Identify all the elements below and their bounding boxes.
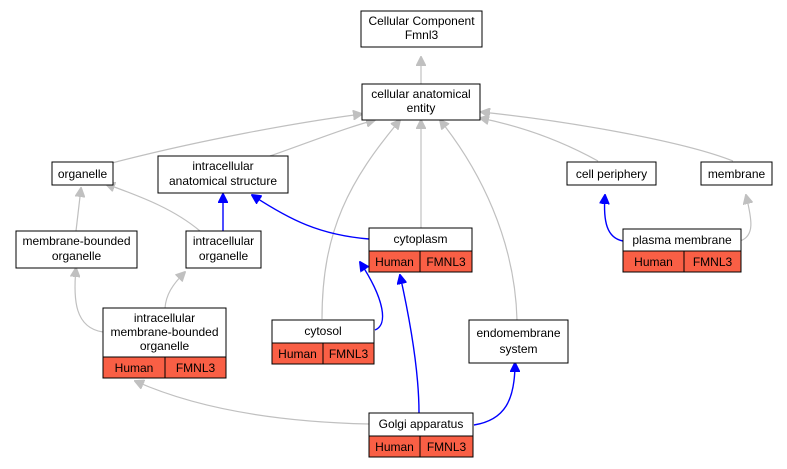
node-label: Cellular Component <box>368 14 475 28</box>
edges <box>75 57 751 426</box>
gene-label: FMNL3 <box>329 347 369 361</box>
edge-mbo-to-organelle <box>76 188 81 232</box>
gene-cell <box>322 342 375 365</box>
node-label: cell periphery <box>576 167 647 181</box>
gene-label: FMNL3 <box>426 255 466 269</box>
species-label: Human <box>634 255 673 269</box>
edge-imbo-to-io <box>164 272 185 309</box>
node-cytosol[interactable]: cytosol Human FMNL3 <box>271 319 375 365</box>
gene-cell <box>683 250 742 273</box>
edge-golgi-to-imbo <box>135 381 370 425</box>
edge-golgi-to-cytoplasm[interactable] <box>400 275 420 414</box>
edge-membrane-to-cae <box>481 112 734 162</box>
node-label: endomembrane <box>476 326 560 340</box>
node-intracellular-organelle[interactable]: intracellular organelle <box>185 230 262 269</box>
node-cellular-component-root[interactable]: Cellular Component Fmnl3 <box>360 10 483 48</box>
node-label: system <box>499 342 537 356</box>
gene-cell <box>419 435 474 458</box>
node-label: cellular anatomical <box>371 87 470 101</box>
node-label: organelle <box>140 339 190 353</box>
node-cytoplasm[interactable]: cytoplasm Human FMNL3 <box>368 227 473 273</box>
edge-ias-to-cae <box>269 120 375 157</box>
edge-io-to-organelle <box>106 184 201 232</box>
node-label: intracellular <box>193 234 254 248</box>
node-label: membrane <box>708 167 766 181</box>
edge-cytosol-to-cytoplasm[interactable] <box>360 262 384 331</box>
node-plasma-membrane[interactable]: plasma membrane Human FMNL3 <box>622 228 742 273</box>
gene-cell <box>164 356 227 379</box>
node-label: anatomical structure <box>169 174 277 188</box>
node-label: organelle <box>58 167 108 181</box>
node-intracellular-membrane-bounded-organelle[interactable]: intracellular membrane-bounded organelle… <box>102 307 227 379</box>
gene-label: FMNL3 <box>176 361 216 375</box>
node-label: membrane-bounded <box>22 234 130 248</box>
species-label: Human <box>375 255 414 269</box>
edge-pm-to-cellper[interactable] <box>605 195 624 242</box>
edge-golgi-to-endo[interactable] <box>473 363 515 426</box>
node-label: cytoplasm <box>393 232 447 246</box>
edge-cellper-to-cae <box>480 118 599 162</box>
edge-imbo-to-mbo <box>75 268 104 333</box>
edge-endo-to-cae <box>440 120 518 321</box>
node-label: organelle <box>52 249 102 263</box>
node-label: Fmnl3 <box>405 28 439 42</box>
gene-label: FMNL3 <box>427 440 467 454</box>
node-endomembrane-system[interactable]: endomembrane system <box>468 319 569 364</box>
edge-organelle-to-cae <box>111 114 362 164</box>
edge-pm-to-membrane <box>739 195 751 242</box>
node-cell-periphery[interactable]: cell periphery <box>566 161 657 186</box>
gene-cell <box>419 250 473 273</box>
node-cellular-anatomical-entity[interactable]: cellular anatomical entity <box>361 83 481 121</box>
node-label: intracellular <box>192 159 253 173</box>
node-membrane[interactable]: membrane <box>700 161 773 186</box>
edge-cytosol-to-cae <box>321 120 400 320</box>
node-intracellular-anatomical-structure[interactable]: intracellular anatomical structure <box>157 155 289 194</box>
node-label: intracellular <box>134 311 195 325</box>
node-golgi-apparatus[interactable]: Golgi apparatus Human FMNL3 <box>368 412 474 458</box>
gene-label: FMNL3 <box>693 255 733 269</box>
node-label: cytosol <box>304 324 341 338</box>
species-label: Human <box>115 361 154 375</box>
edge-cytoplasm-to-ias[interactable] <box>252 195 370 240</box>
node-label: organelle <box>199 249 249 263</box>
node-label: entity <box>407 101 436 115</box>
node-label: Golgi apparatus <box>379 417 464 431</box>
species-label: Human <box>278 347 317 361</box>
node-membrane-bounded-organelle[interactable]: membrane-bounded organelle <box>15 230 138 269</box>
node-label: plasma membrane <box>632 233 732 247</box>
node-organelle[interactable]: organelle <box>51 161 114 186</box>
species-label: Human <box>375 440 414 454</box>
node-label: membrane-bounded <box>110 325 218 339</box>
